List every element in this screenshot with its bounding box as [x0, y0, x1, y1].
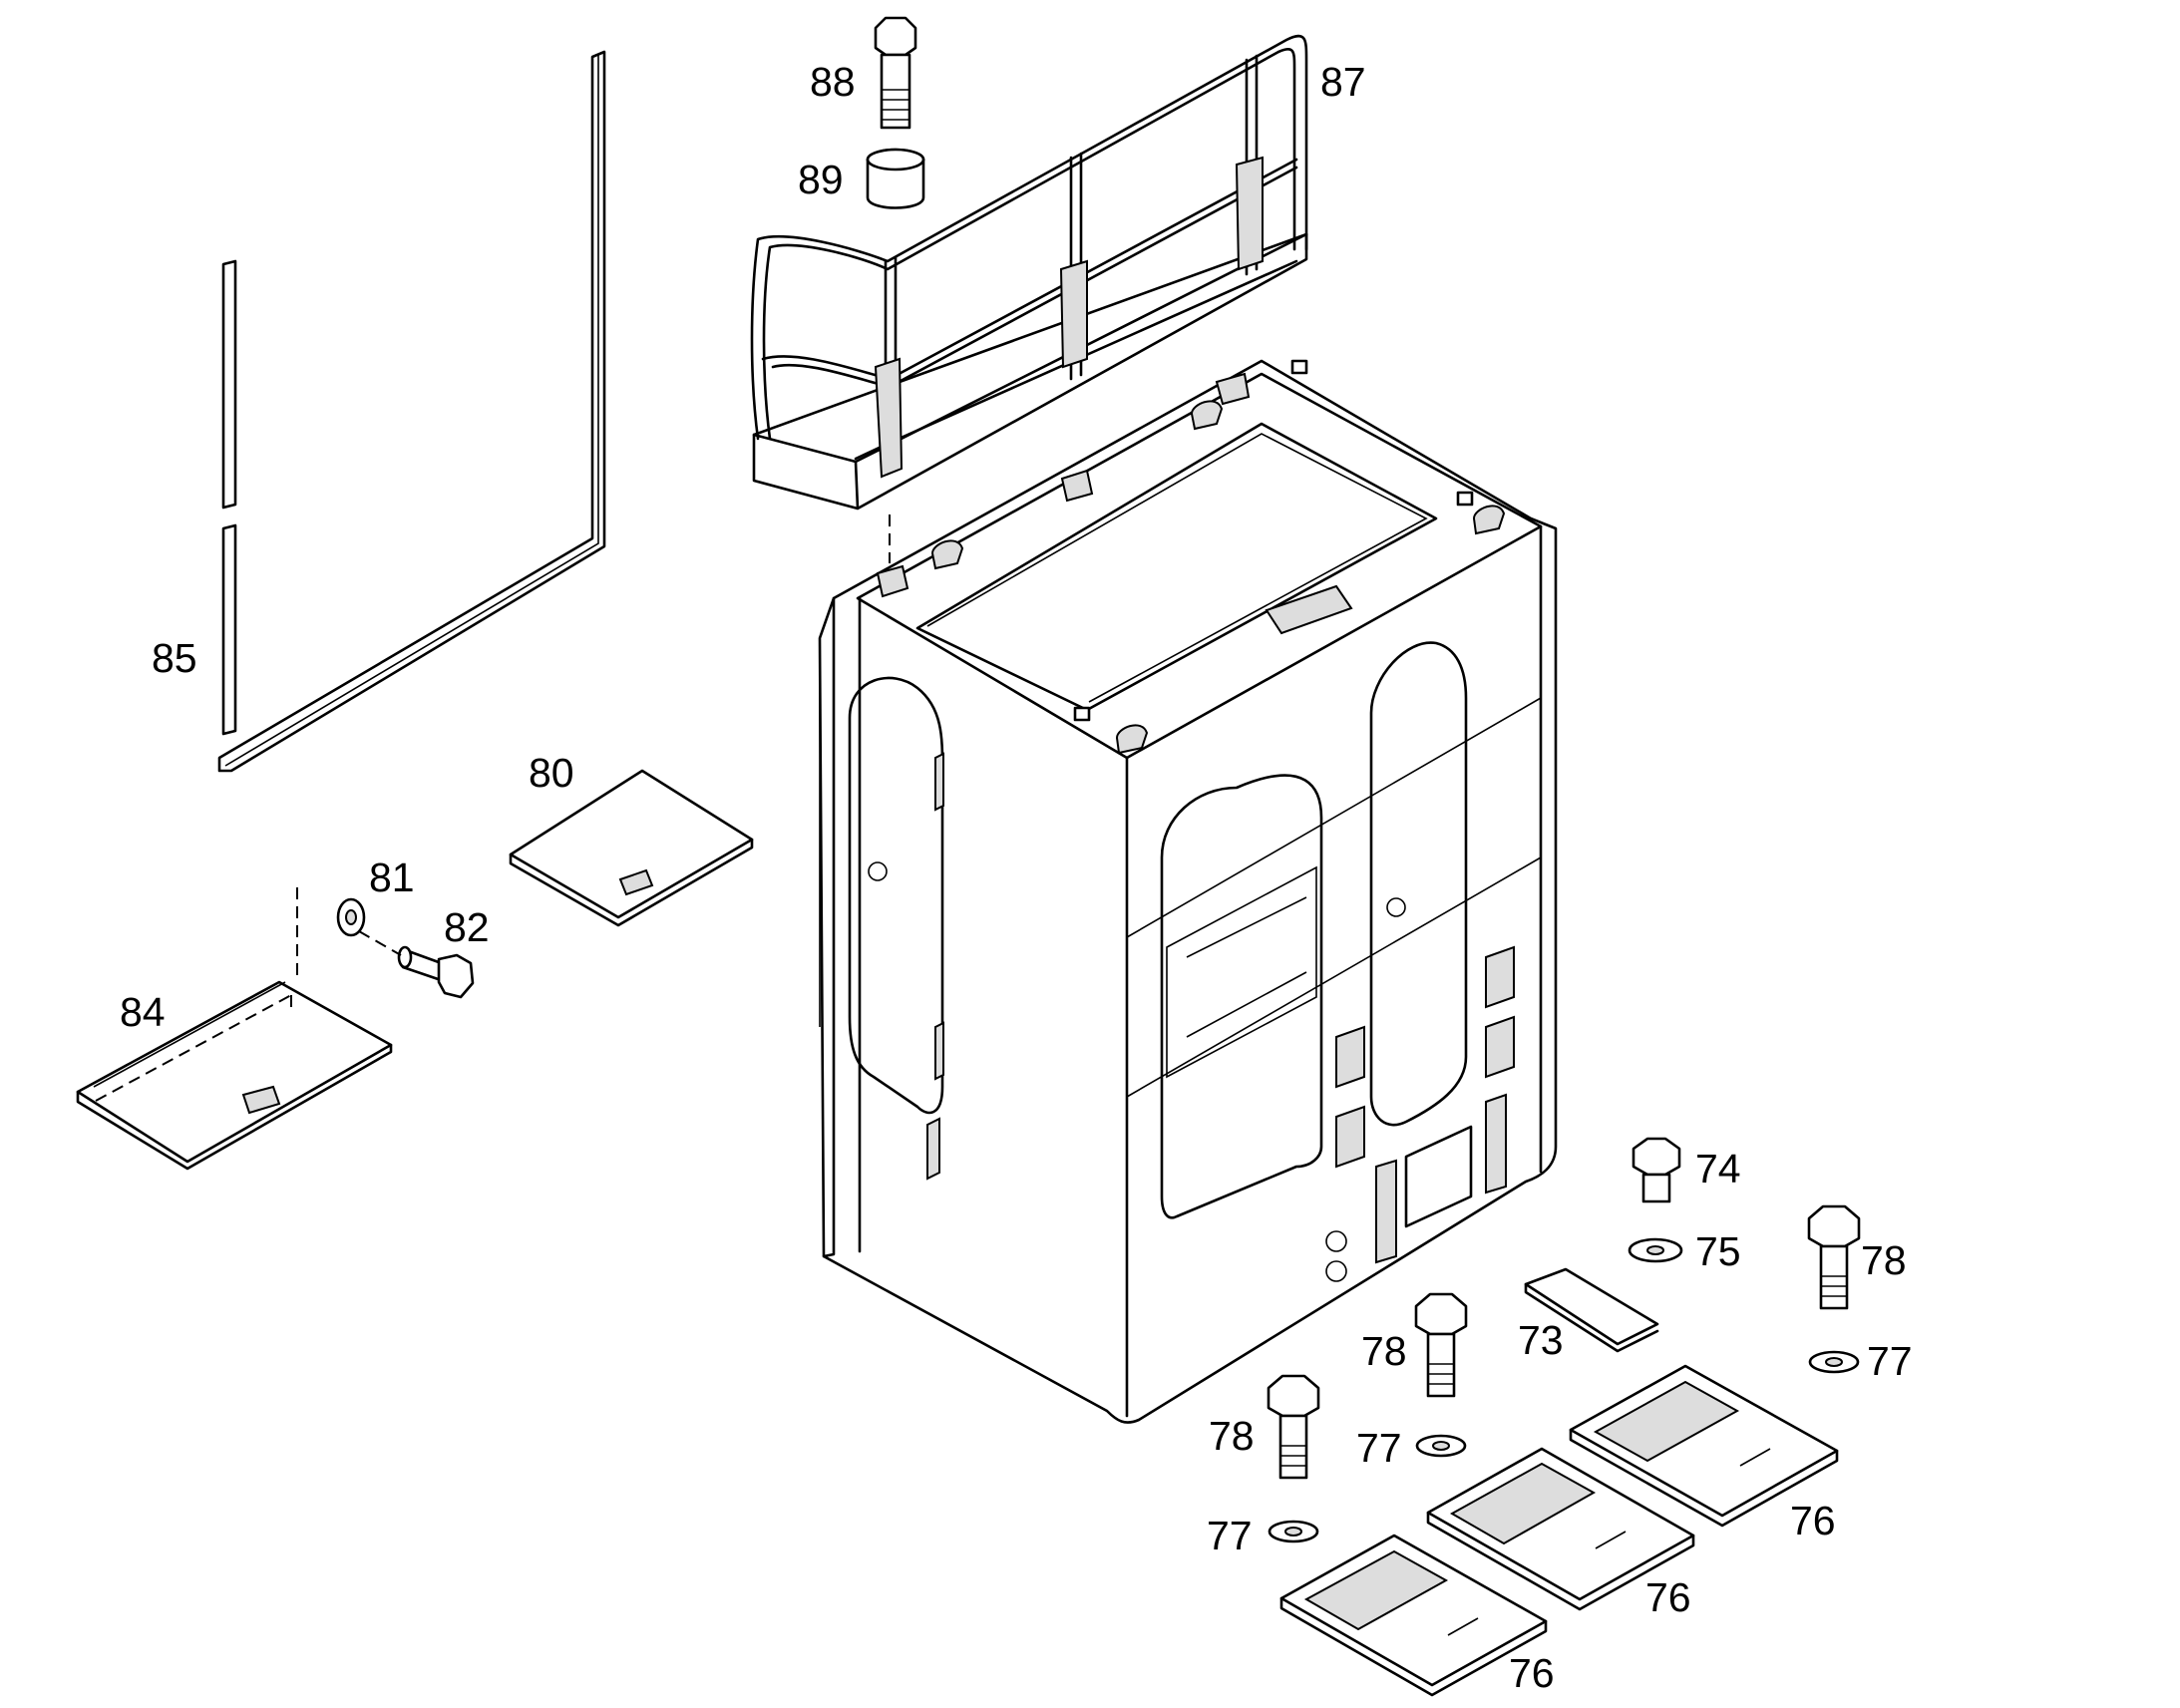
callout-80: 80	[529, 750, 574, 796]
callout-76-right: 76	[1790, 1498, 1836, 1543]
part-78-bolt-middle	[1414, 1292, 1468, 1398]
callout-78-middle: 78	[1361, 1328, 1407, 1374]
cabin-body	[818, 359, 1558, 1424]
part-76-step-middle	[1426, 1447, 1695, 1611]
part-77-washer-right	[1808, 1350, 1860, 1374]
callout-75: 75	[1695, 1228, 1741, 1274]
callout-87: 87	[1320, 59, 1366, 105]
part-80-floor-plate	[509, 769, 754, 927]
part-76-step-left	[1279, 1534, 1548, 1697]
part-73-cover-plate	[1524, 1267, 1659, 1353]
callout-78-right: 78	[1861, 1237, 1907, 1283]
callout-76-left: 76	[1509, 1650, 1555, 1696]
part-87-handrail	[750, 34, 1308, 511]
callout-73: 73	[1518, 1317, 1564, 1363]
assembly-line-81	[296, 887, 402, 982]
callout-84: 84	[120, 989, 166, 1035]
part-78-bolt-left	[1267, 1374, 1320, 1480]
part-89-spacer	[866, 148, 925, 209]
part-76-step-right	[1569, 1364, 1839, 1528]
part-82-bolt	[397, 945, 475, 999]
callout-76-middle: 76	[1645, 1574, 1691, 1620]
callout-78-left: 78	[1209, 1413, 1255, 1459]
callout-82: 82	[444, 904, 490, 950]
part-75-washer	[1628, 1237, 1683, 1263]
callout-77-left: 77	[1207, 1513, 1253, 1558]
part-77-washer-middle	[1415, 1434, 1467, 1458]
callout-88: 88	[810, 59, 856, 105]
callout-74: 74	[1695, 1146, 1741, 1192]
part-88-bolt	[874, 16, 917, 130]
part-78-bolt-right	[1807, 1204, 1861, 1310]
part-84-hinged-plate	[76, 980, 393, 1171]
part-74-bolt	[1632, 1137, 1681, 1203]
part-81-washer	[336, 897, 366, 937]
callout-77-right: 77	[1867, 1338, 1913, 1384]
part-77-washer-left	[1268, 1520, 1319, 1543]
callout-85: 85	[152, 635, 197, 681]
callout-81: 81	[369, 854, 415, 900]
callout-77-middle: 77	[1356, 1425, 1402, 1471]
part-85-trim-strips	[217, 50, 606, 773]
callout-89: 89	[798, 157, 844, 202]
